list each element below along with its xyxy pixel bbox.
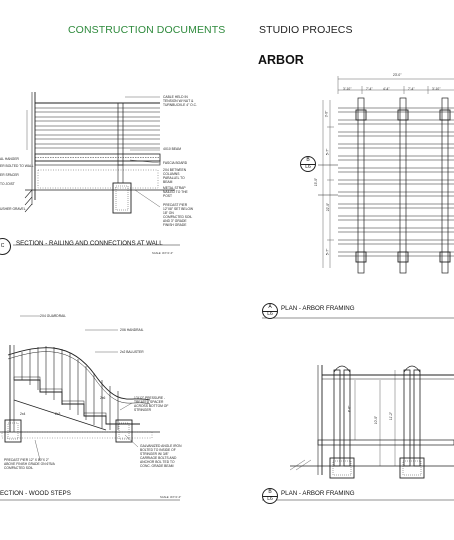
note-gravel: USHER GRAVEL [0, 207, 26, 211]
steps-section-scale: SCALE: 3/4"=1'-0" [160, 496, 182, 499]
dim-side-5: 5'-7" [325, 248, 330, 256]
elev-dim-2: 10'-0" [374, 415, 379, 425]
railing-section-drawing [13, 92, 180, 246]
plan-bubble-a: A L6 [262, 303, 278, 319]
elev-bubble-b-rule [263, 495, 277, 497]
steps-section-drawing [0, 315, 180, 501]
note-precast-pier-steps: PRECAST PIER 12" X 80"X 2" ABOVE FINISH … [4, 458, 55, 470]
elev-bubble-b: B L6 [262, 488, 278, 504]
dim-side-3: 15'-0" [314, 177, 319, 187]
arbor-title: ARBOR [258, 53, 304, 67]
note-spacer-stringer: 1"X12" PRESSURE - TREATED SPACER ACROSS … [134, 396, 169, 412]
note-joist: TO JOIST [0, 182, 15, 186]
elevation-framing-drawing [262, 365, 454, 501]
note-spacer: ER SPACER [0, 173, 19, 177]
railing-section-title: SECTION - RAILING AND CONNECTIONS AT WAL… [16, 240, 163, 247]
note-cable: CABLE HELD IN TENSION W/ NUT & TURNBUCKL… [163, 95, 197, 107]
note-beam: 4X10 BEAM [163, 147, 181, 151]
elev-bubble-b-bottom: L6 [267, 495, 273, 502]
dim-top-4: 7'-4" [408, 87, 415, 91]
plan-bubble-a-rule [263, 310, 277, 312]
dim-top-5: 3'-10" [432, 87, 441, 91]
note-hanger: AL HANGER [0, 157, 19, 161]
note-metal-strap: METAL STRAP NAILED TO THE POST [163, 186, 188, 198]
note-guardrail: 2X4 GUARDRAIL [40, 314, 67, 318]
elev-bubble-b-top: B [268, 489, 272, 495]
header-studio-projects: STUDIO PROJECS [259, 24, 353, 36]
dim-2x4: 2x4 [20, 412, 26, 416]
steps-section-title: ECTION - WOOD STEPS [0, 490, 71, 497]
plan-framing-title: PLAN - ARBOR FRAMING [281, 305, 355, 312]
note-angle-iron: GALVANIZED ANGLE IRON BOLTED TO INSIDE O… [140, 444, 182, 468]
dim-side-1: 3'-0" [324, 110, 329, 118]
note-handrail: 2X6 HANDRAIL [120, 328, 144, 332]
dim-side-4: 22'-0" [326, 202, 331, 212]
section-bubble-b-rule [301, 163, 315, 165]
section-bubble-b-bottom: L6 [305, 163, 311, 170]
elevation-framing-title: PLAN - ARBOR FRAMING [281, 490, 355, 497]
section-marker-top: C [0, 242, 5, 249]
plan-bubble-a-bottom: L6 [267, 310, 273, 317]
dim-top-1: 3'-10" [343, 87, 352, 91]
elev-dim-3: 11'-2" [389, 411, 394, 421]
dim-side-2: 5'-7" [325, 148, 330, 156]
note-precast-pier: PRECAST PIER 12"X8" SET BELOW 18" ON COM… [163, 203, 194, 227]
dim-top-2: 7'-4" [366, 87, 373, 91]
elev-dim-1: 8'-6" [347, 405, 352, 413]
note-bolted: ER BOLTED TO WALL [0, 164, 34, 168]
dim-2x6: 2x6 [100, 396, 106, 400]
dim-overall: 23'-0" [393, 73, 402, 77]
header-construction-documents: CONSTRUCTION DOCUMENTS [68, 24, 226, 36]
plan-framing-drawing [262, 76, 454, 319]
dim-top-3: 4'-4" [383, 87, 390, 91]
section-bubble-b-plan: B L6 [300, 156, 316, 172]
note-2x4: 2X4 BETWEEN COLUMNS PARALLEL TO BEAM [163, 168, 187, 184]
section-bubble-b-top: B [306, 157, 310, 163]
note-fascia: FASCIA BOARD [163, 161, 188, 165]
note-baluster: 2x2 BALUSTER [120, 350, 144, 354]
plan-bubble-a-top: A [268, 304, 272, 310]
dim-2x3: 2x3 [55, 412, 61, 416]
railing-section-scale: SCALE: 3/4"=1'-0" [152, 252, 174, 255]
